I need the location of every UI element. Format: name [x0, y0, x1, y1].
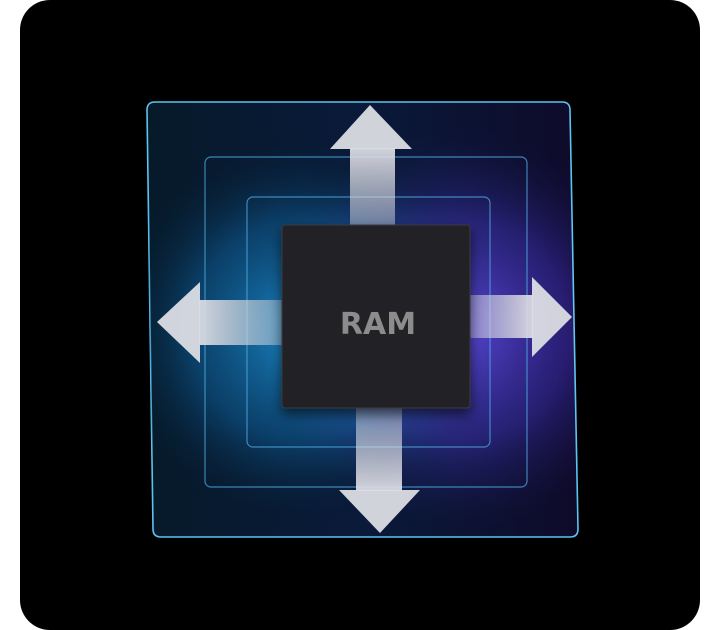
arrow-right-icon [462, 277, 572, 357]
arrow-left-icon [157, 282, 289, 363]
arrow-up-icon [330, 105, 412, 238]
ram-label: RAM [340, 307, 416, 342]
ram-chip: RAM [281, 224, 471, 409]
arrow-down-icon [339, 400, 420, 533]
